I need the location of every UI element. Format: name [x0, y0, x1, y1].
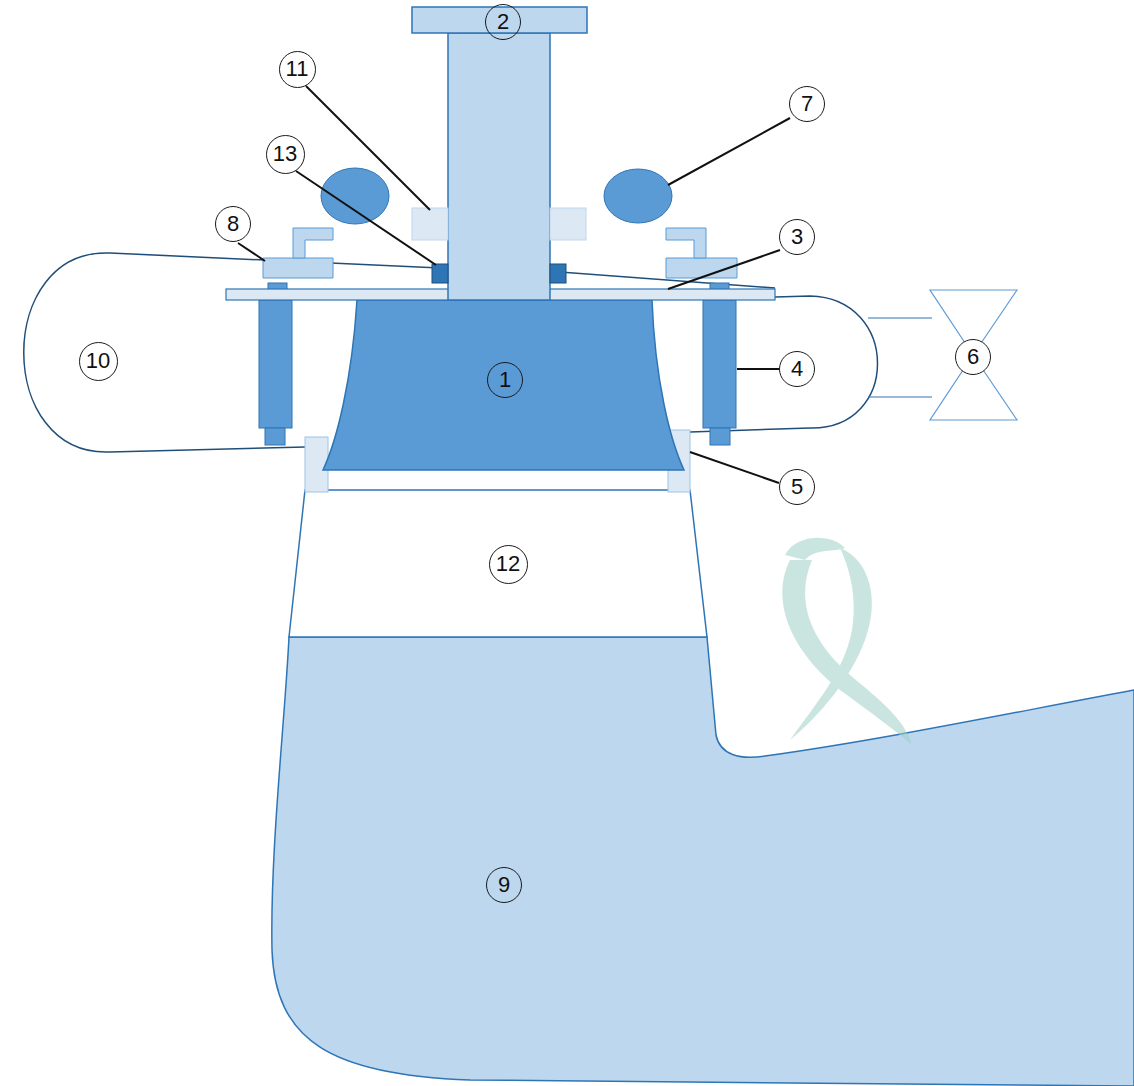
callout-number: 6 [955, 339, 991, 375]
water-body [272, 637, 1134, 1086]
callout-number: 12 [489, 545, 528, 584]
callout-number: 8 [215, 206, 251, 242]
outlet-pipe [868, 397, 932, 398]
callout-number: 10 [79, 342, 118, 381]
weight [604, 169, 672, 223]
suction-casing [289, 490, 707, 637]
callout-number: 3 [779, 219, 815, 255]
shaft [448, 33, 550, 300]
callout-number: 5 [779, 469, 815, 505]
callout-number: 7 [789, 86, 825, 122]
callout-number: 4 [779, 351, 815, 387]
callout-number: 1 [487, 362, 523, 398]
wear-ring [305, 437, 328, 492]
valve-symbol [930, 290, 1017, 420]
bearing [412, 208, 448, 240]
leader-line [238, 86, 790, 483]
volute-casing [690, 296, 878, 432]
callout-number: 9 [486, 867, 522, 903]
callout-number: 2 [485, 4, 521, 40]
impeller [323, 300, 684, 470]
watermark [782, 538, 912, 745]
bracket [263, 228, 737, 278]
seal [432, 264, 448, 283]
outlet-pipe [868, 318, 932, 319]
weight [321, 168, 389, 224]
callout-number: 13 [266, 135, 305, 174]
bearing [550, 208, 586, 240]
seal [550, 264, 566, 283]
callout-number: 11 [279, 51, 316, 88]
